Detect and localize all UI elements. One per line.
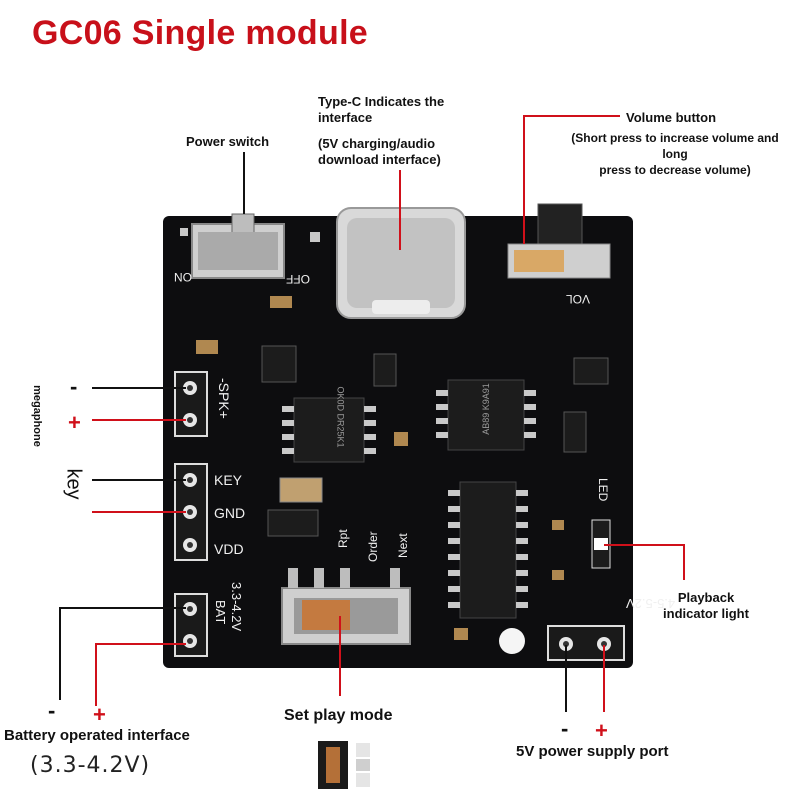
power-switch-label: Power switch bbox=[186, 134, 270, 149]
typec-label-line4: download interface) bbox=[318, 152, 441, 167]
supply-plus-sign: + bbox=[595, 718, 608, 743]
smd-components bbox=[196, 296, 611, 654]
silk-spk: -SPK+ bbox=[216, 378, 232, 419]
silk-bat-range: 3.3-4.2V bbox=[229, 582, 244, 632]
leader-lines-red bbox=[92, 115, 685, 712]
typec-port[interactable] bbox=[336, 207, 466, 319]
play-mode-switch[interactable] bbox=[281, 568, 411, 645]
silk-key: KEY bbox=[214, 472, 243, 488]
set-play-mode-label: Set play mode bbox=[284, 707, 393, 724]
battery-minus-sign: - bbox=[48, 698, 56, 723]
volume-desc-line2: press to decrease volume) bbox=[599, 163, 751, 177]
volume-button-description: (Short press to increase volume and long… bbox=[560, 130, 790, 178]
battery-plus-sign: + bbox=[93, 702, 106, 727]
page-title: GC06 Single module bbox=[32, 14, 369, 52]
silk-next: Next bbox=[396, 533, 410, 558]
volume-button-label: Volume button bbox=[626, 110, 717, 125]
megaphone-plus-sign: + bbox=[68, 410, 81, 435]
typec-label: Type-C Indicates the interface (5V charg… bbox=[318, 94, 444, 168]
silk-bat: BAT bbox=[213, 600, 228, 625]
volume-switch[interactable] bbox=[507, 203, 611, 279]
silk-led: LED bbox=[596, 478, 610, 502]
power-switch[interactable] bbox=[191, 213, 285, 279]
volume-desc-line1: (Short press to increase volume and long bbox=[571, 131, 779, 161]
playback-line1: Playback bbox=[677, 590, 735, 605]
chip-main bbox=[448, 481, 528, 619]
typec-label-line1: Type-C Indicates the bbox=[318, 94, 445, 109]
play-mode-icon bbox=[318, 741, 378, 789]
silk-off: OFF bbox=[286, 272, 310, 286]
battery-header[interactable] bbox=[174, 593, 208, 657]
silk-gnd: GND bbox=[214, 505, 246, 521]
chip1-label: OK0D DR25K1 bbox=[335, 386, 346, 448]
speaker-header[interactable] bbox=[174, 371, 208, 437]
playback-line2: indicator light bbox=[663, 606, 749, 621]
silk-vol: VOL bbox=[566, 292, 591, 306]
chip3-label: AB89 K9A91 bbox=[480, 383, 491, 435]
chip-top-right bbox=[436, 379, 536, 451]
supply-header[interactable] bbox=[547, 625, 625, 661]
silk-rpt: Rpt bbox=[336, 529, 350, 548]
silk-supply: 4.5-5.2V bbox=[626, 596, 676, 611]
typec-label-line3: (5V charging/audio bbox=[318, 136, 436, 151]
chip-left bbox=[282, 397, 376, 463]
megaphone-minus-sign: - bbox=[70, 374, 78, 399]
battery-voltage-label: (3.3-4.2V) bbox=[30, 753, 151, 778]
battery-interface-label: Battery operated interface bbox=[4, 727, 190, 744]
silk-on: ON bbox=[174, 270, 192, 284]
leader-lines-black bbox=[59, 152, 567, 712]
power-supply-label: 5V power supply port bbox=[516, 743, 669, 760]
supply-minus-sign: - bbox=[561, 716, 569, 741]
playback-indicator-label: Playback indicator light bbox=[651, 590, 761, 622]
top-left-pads bbox=[180, 228, 320, 242]
silk-order: Order bbox=[366, 531, 380, 562]
silk-vdd: VDD bbox=[214, 541, 244, 557]
typec-label-line2: interface bbox=[318, 110, 373, 125]
